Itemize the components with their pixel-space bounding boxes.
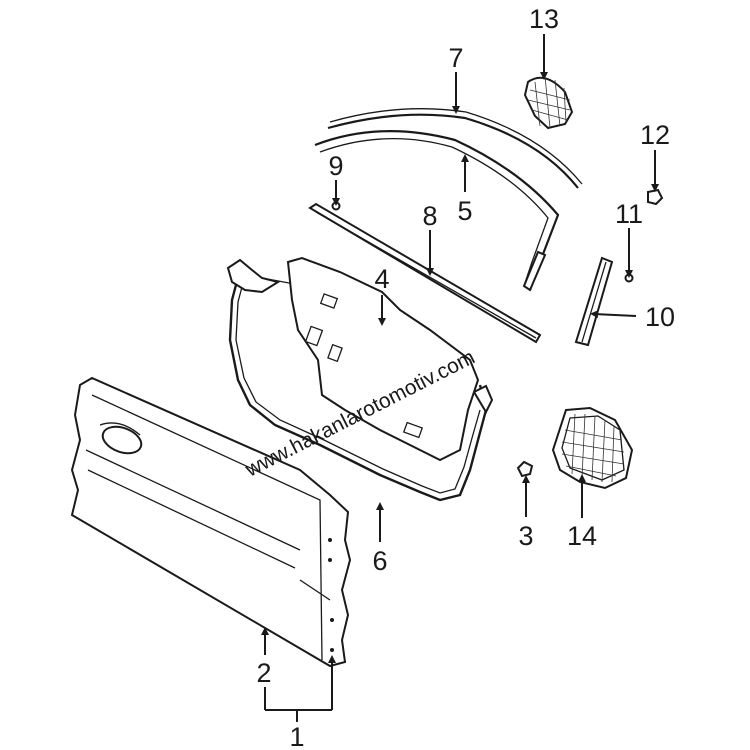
roof-rail-seal (327, 108, 583, 189)
callout-12: 12 (640, 120, 670, 150)
callout-4: 4 (374, 264, 389, 294)
door-inner-panel (286, 256, 480, 462)
callout-14: 14 (567, 521, 597, 551)
leader-lines (261, 34, 659, 722)
callout-1: 1 (289, 722, 304, 750)
callout-5: 5 (457, 196, 472, 226)
lower-vent-grille (551, 406, 634, 490)
clip-3 (516, 460, 534, 478)
callout-10: 10 (645, 302, 675, 332)
callout-6: 6 (372, 546, 387, 576)
door-shell (70, 376, 352, 668)
callout-7: 7 (448, 43, 463, 73)
callout-2: 2 (256, 658, 271, 688)
clip-12 (647, 188, 664, 206)
screw-11 (624, 273, 634, 283)
upper-vent-grille (523, 75, 574, 130)
callout-11: 11 (615, 199, 643, 229)
window-frame (314, 130, 560, 292)
screw-9 (331, 201, 341, 211)
callout-8: 8 (422, 201, 437, 231)
callout-3: 3 (518, 521, 533, 551)
door-weatherstrip (226, 258, 494, 502)
callout-13: 13 (529, 4, 559, 34)
callout-9: 9 (328, 151, 343, 181)
pillar-molding (574, 256, 614, 347)
